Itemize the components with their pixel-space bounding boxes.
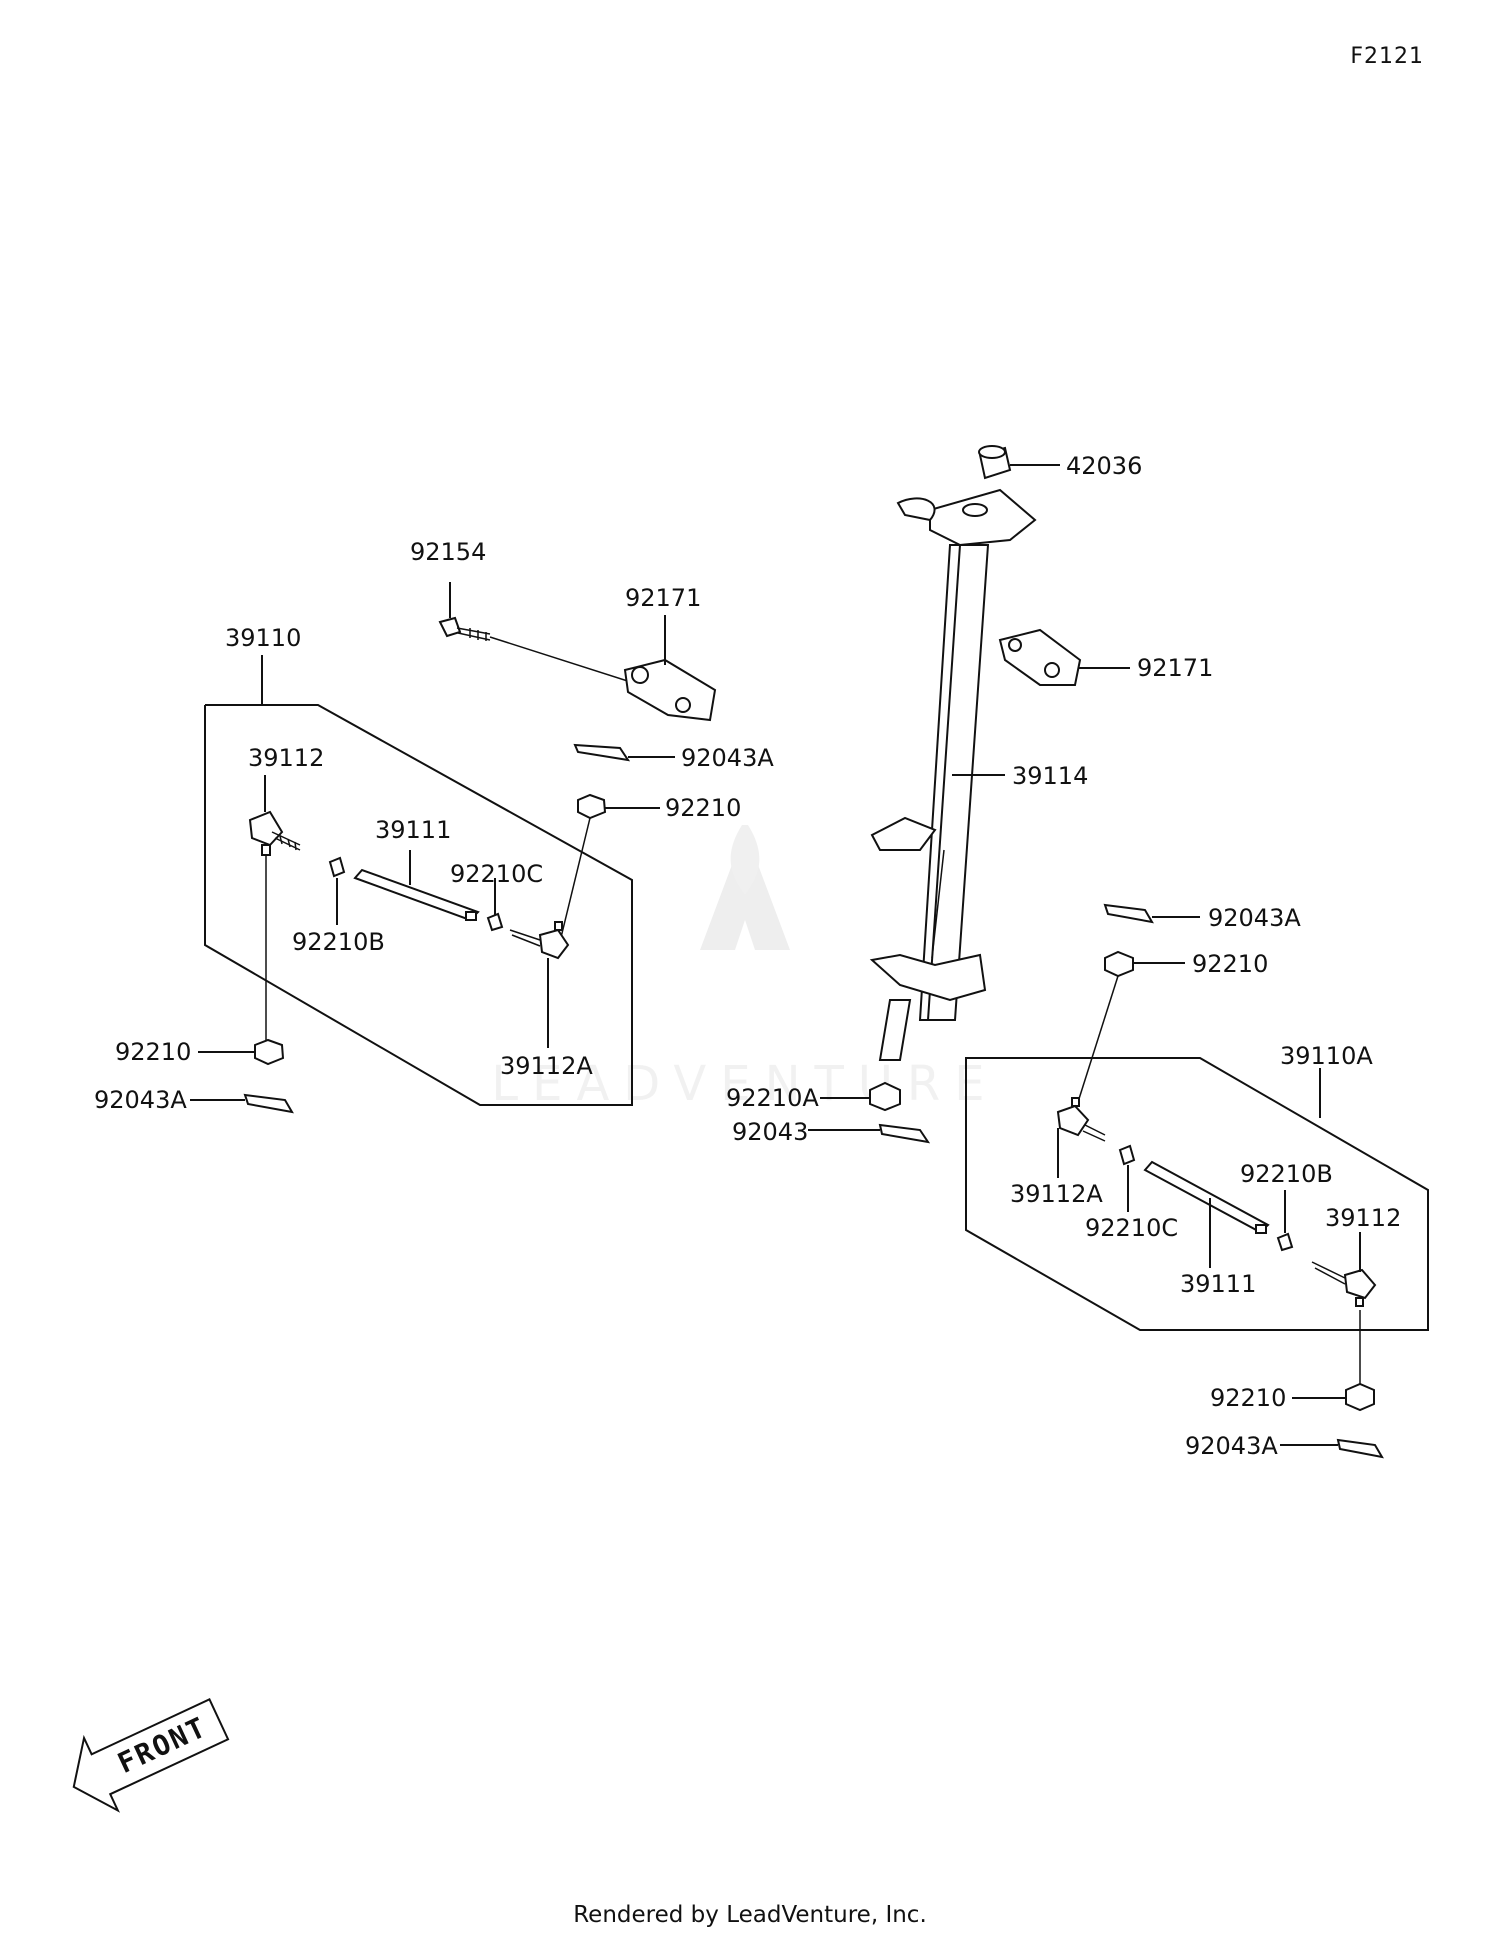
part-92210-left-lower-nut	[254, 1038, 285, 1066]
label-92210A: 92210A	[726, 1084, 819, 1112]
label-92171-left: 92171	[625, 584, 701, 612]
footer-credit: Rendered by LeadVenture, Inc.	[573, 1902, 927, 1928]
part-42036-bushing	[978, 445, 1012, 480]
label-39111-left: 39111	[375, 816, 451, 844]
bolt-path-line	[489, 636, 641, 686]
part-92210B-left-nut	[328, 856, 346, 878]
part-39111-left-tie-rod	[353, 868, 480, 922]
part-92154-bolt	[438, 616, 491, 641]
label-39110A: 39110A	[1280, 1042, 1373, 1070]
label-92210B-left: 92210B	[292, 928, 385, 956]
label-39112A-left: 39112A	[500, 1052, 593, 1080]
part-92210A-nut	[869, 1081, 901, 1112]
leadventure-watermark: LEADVENTURE	[491, 825, 998, 1112]
part-92210B-right-nut	[1276, 1232, 1294, 1252]
label-92210-upper: 92210	[665, 794, 741, 822]
label-39112-left: 39112	[248, 744, 324, 772]
label-92171-right: 92171	[1137, 654, 1213, 682]
part-92043A-right-pin	[1103, 903, 1154, 924]
front-direction-arrow: FRONT	[72, 1698, 230, 1813]
part-92210-right-nut	[1104, 950, 1134, 978]
part-92210C-left-nut	[486, 912, 504, 932]
part-39111-right-tie-rod	[1143, 1160, 1270, 1234]
nut-path-line-right	[1077, 975, 1119, 1103]
label-92043A-right-lower: 92043A	[1185, 1432, 1278, 1460]
steering-shaft	[869, 488, 1037, 1061]
part-92210-right-lower-nut	[1345, 1382, 1375, 1412]
figure-code: F2121	[1350, 44, 1424, 69]
label-39112-right: 39112	[1325, 1204, 1401, 1232]
label-92210C-left: 92210C	[450, 860, 543, 888]
label-92210-right: 92210	[1192, 950, 1268, 978]
label-39114: 39114	[1012, 762, 1088, 790]
group-box-39110	[204, 704, 633, 1106]
part-39112A-right-tie-rod-end	[1056, 1097, 1106, 1142]
part-39112-left-tie-rod-end	[248, 810, 301, 856]
label-92210-left-lower: 92210	[115, 1038, 191, 1066]
label-92043A-left-lower: 92043A	[94, 1086, 187, 1114]
part-92171-left-clamp	[623, 658, 717, 722]
part-92210C-right-nut	[1118, 1144, 1136, 1166]
group-box-39110A	[965, 1057, 1429, 1331]
label-92210C-right: 92210C	[1085, 1214, 1178, 1242]
part-92043A-right-lower-pin	[1336, 1438, 1384, 1459]
part-92043-pin	[878, 1123, 931, 1144]
part-39112A-left-tie-rod-end	[509, 921, 570, 960]
label-92210-right-lower: 92210	[1210, 1384, 1286, 1412]
label-92043A-upper: 92043A	[681, 744, 774, 772]
label-39110: 39110	[225, 624, 301, 652]
watermark-text: LEADVENTURE	[491, 1056, 998, 1112]
label-92154: 92154	[410, 538, 486, 566]
part-92043A-upper-pin	[573, 743, 631, 762]
label-92043A-right: 92043A	[1208, 904, 1301, 932]
label-42036: 42036	[1066, 452, 1142, 480]
part-92171-right-clamp	[998, 628, 1082, 686]
part-39112-right-tie-rod-end	[1311, 1261, 1377, 1307]
part-92210-upper-nut	[577, 793, 607, 820]
label-39112A-right: 39112A	[1010, 1180, 1103, 1208]
part-92043A-left-lower-pin	[243, 1093, 294, 1114]
label-92210B-right: 92210B	[1240, 1160, 1333, 1188]
label-92043: 92043	[732, 1118, 808, 1146]
label-39111-right: 39111	[1180, 1270, 1256, 1298]
